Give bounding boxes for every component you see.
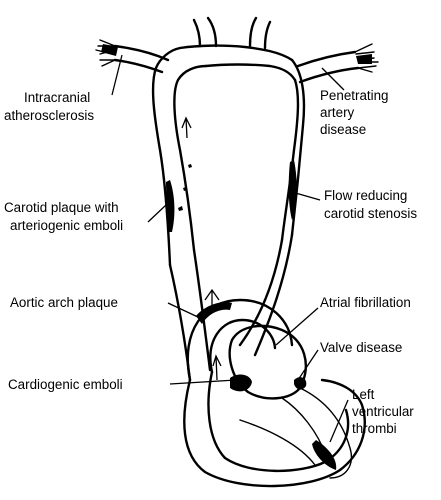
- heart: [183, 298, 366, 488]
- leader-aortic-arch: [167, 302, 201, 319]
- label-intracranial-2: atherosclerosis: [4, 108, 94, 123]
- leader-atrial-fibrillation: [275, 307, 319, 346]
- leader-penetrating: [321, 67, 345, 91]
- label-intracranial-1: Intracranial: [24, 90, 90, 105]
- label-carotid-plaque-2: arteriogenic emboli: [10, 218, 123, 233]
- label-flow-reducing-1: Flow reducing: [324, 188, 407, 203]
- leader-carotid-plaque: [147, 204, 167, 223]
- label-flow-reducing-2: carotid stenosis: [324, 206, 417, 221]
- label-left-ventricular-1: Left: [352, 387, 375, 402]
- label-carotid-plaque-1: Carotid plaque with: [4, 200, 119, 215]
- label-left-ventricular-3: thrombi: [352, 421, 397, 436]
- leader-left-ventricular: [329, 399, 349, 443]
- label-aortic-arch: Aortic arch plaque: [10, 295, 118, 310]
- label-cardiogenic-emboli: Cardiogenic emboli: [8, 377, 123, 392]
- label-penetrating-1: Penetrating: [320, 88, 389, 103]
- leader-lines: [111, 54, 349, 443]
- label-left-ventricular-2: ventricular: [352, 404, 414, 419]
- intracranial-arteries: [95, 16, 379, 267]
- leader-intracranial: [111, 54, 123, 96]
- leader-cardiogenic-emboli: [169, 379, 237, 385]
- leader-valve-disease: [297, 349, 319, 381]
- label-penetrating-2: artery: [320, 105, 355, 120]
- labels: Intracranial atherosclerosis Penetrating…: [4, 88, 417, 436]
- label-atrial-fibrillation: Atrial fibrillation: [320, 295, 411, 310]
- carotid-arteries: [166, 116, 297, 382]
- leader-flow-reducing: [291, 191, 321, 201]
- label-valve-disease: Valve disease: [320, 340, 402, 355]
- label-penetrating-3: disease: [320, 122, 366, 137]
